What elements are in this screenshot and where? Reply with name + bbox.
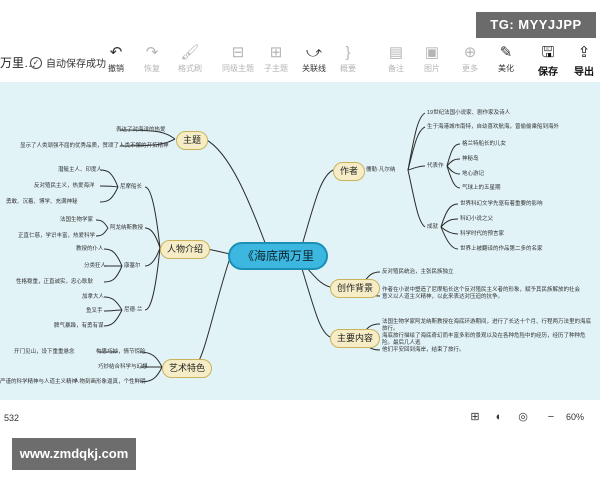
- beautify-button[interactable]: ✎ 美化: [486, 44, 526, 74]
- brush-icon: 🖌: [180, 44, 200, 61]
- character-leaf[interactable]: 勇敢、沉着、博学、充满神秘: [6, 199, 78, 205]
- art-leaf[interactable]: 人物刻画形象逼真，个性鲜明: [74, 379, 146, 385]
- magic-wand-icon: ✎: [499, 44, 513, 61]
- honor-item[interactable]: 世界上被翻译的作品第二多的名家: [460, 246, 543, 252]
- undo-icon: ↶: [109, 44, 123, 61]
- theme-leaf[interactable]: 显示了人类顽强不屈的优秀品质，赞颂了人类不懈的开拓精神: [20, 143, 169, 149]
- honors-label[interactable]: 成就: [427, 224, 439, 230]
- work-item[interactable]: 格兰特船长的儿女: [462, 141, 507, 147]
- work-item[interactable]: 神秘岛: [462, 156, 479, 162]
- relation-line-button[interactable]: ⤻ 关联线: [294, 44, 334, 74]
- grid-view-icon[interactable]: ⊞: [470, 411, 480, 423]
- character-group[interactable]: 康塞尔: [124, 263, 141, 269]
- character-leaf[interactable]: 潜艇主人、印度人: [58, 167, 103, 173]
- honor-item[interactable]: 科学时代的预言家: [460, 231, 505, 237]
- work-item[interactable]: 气球上的五星期: [462, 185, 501, 191]
- character-leaf[interactable]: 加拿大人: [82, 294, 105, 300]
- child-topic-button[interactable]: ⊞ 子主题: [256, 44, 296, 74]
- note-icon: ▤: [388, 44, 404, 61]
- mouse-mode-icon[interactable]: ◐: [495, 411, 503, 423]
- background-leaf[interactable]: 作者在小说中塑造了尼摩船长这个反对殖民主义者的形象，赋予其民族解放的社会意义以人…: [382, 287, 581, 300]
- topic-author[interactable]: 作者: [333, 162, 366, 181]
- undo-button[interactable]: ↶ 撤销: [96, 44, 136, 74]
- topic-theme[interactable]: 主题: [176, 131, 209, 150]
- save-button[interactable]: 🖫 保存: [528, 44, 568, 78]
- image-icon: ▣: [424, 44, 440, 61]
- save-status: ✓ 自动保存成功: [30, 55, 106, 70]
- redo-button[interactable]: ↷ 恢复: [132, 44, 172, 74]
- background-leaf[interactable]: 反对殖民统治，主张民族独立: [382, 269, 454, 275]
- topic-content[interactable]: 主要内容: [330, 329, 381, 348]
- character-leaf[interactable]: 脾气暴躁，有勇有谋: [54, 323, 104, 329]
- content-leaf[interactable]: 法国生物学家阿龙纳斯教授在海底环游期间，进行了长达十个月、行程两万法里的海底旅行…: [382, 319, 592, 332]
- art-leaf[interactable]: 开门见山，设下重重悬念: [14, 349, 75, 355]
- character-group[interactable]: 尼德·兰: [124, 307, 143, 313]
- content-leaf[interactable]: 他们平安回到海岸，结束了旅行。: [382, 347, 465, 353]
- locate-icon[interactable]: ◎: [518, 411, 528, 423]
- save-icon: 🖫: [541, 44, 555, 61]
- central-topic[interactable]: 《海底两万里: [228, 242, 329, 270]
- child-topic-icon: ⊞: [269, 44, 283, 61]
- mindmap-canvas[interactable]: 《海底两万里 主题 作者 人物介绍 创作背景 主要内容 艺术特色 表达了对海洋的…: [0, 82, 600, 400]
- character-leaf[interactable]: 反对殖民主义，热爱海洋: [34, 183, 95, 189]
- summary-button[interactable]: } 概要: [328, 44, 368, 74]
- sibling-topic-button[interactable]: ⊟ 同级主题: [218, 44, 258, 74]
- author-name[interactable]: 儒勒·凡尔纳: [366, 167, 396, 173]
- character-leaf[interactable]: 教授的仆人: [76, 246, 104, 252]
- character-group[interactable]: 阿龙纳斯教授: [110, 225, 144, 231]
- honor-item[interactable]: 科幻小说之父: [460, 216, 494, 222]
- topic-characters[interactable]: 人物介绍: [160, 240, 211, 259]
- topic-art[interactable]: 艺术特色: [162, 359, 213, 378]
- character-leaf[interactable]: 正直仁慈，学识丰富，热爱科学: [18, 233, 96, 239]
- image-button[interactable]: ▣ 图片: [412, 44, 452, 74]
- redo-icon: ↷: [145, 44, 159, 61]
- works-label[interactable]: 代表作: [427, 163, 444, 169]
- export-icon: ⇪: [577, 44, 591, 61]
- export-button[interactable]: ⇪ 导出: [564, 44, 600, 78]
- summary-brace-icon: }: [345, 44, 351, 61]
- relation-line-icon: ⤻: [305, 44, 323, 61]
- save-status-text: 自动保存成功: [46, 59, 106, 70]
- art-leaf[interactable]: 严谨的科学精神与人道主义精神: [0, 379, 78, 385]
- character-leaf[interactable]: 性格稳重，正直诚实，忠心耿耿: [16, 279, 94, 285]
- author-leaf[interactable]: 生于海港城市南特，自幼喜欢航海，曾偷偷乘船到海外: [427, 124, 560, 130]
- plus-icon: ⊕: [463, 44, 477, 61]
- topic-background[interactable]: 创作背景: [330, 279, 381, 298]
- note-button[interactable]: ▤ 备注: [376, 44, 416, 74]
- format-painter-button[interactable]: 🖌 格式刷: [170, 44, 210, 74]
- art-leaf[interactable]: 巧妙结合科学与幻想: [98, 364, 148, 370]
- character-group[interactable]: 尼摩船长: [120, 184, 143, 190]
- more-button[interactable]: ⊕ 更多: [450, 44, 490, 74]
- node-count: 532: [4, 413, 20, 423]
- art-leaf[interactable]: 构思巧妙，情节惊险: [96, 349, 146, 355]
- site-watermark: www.zmdqkj.com: [12, 438, 136, 470]
- author-leaf[interactable]: 19世纪法国小说家、剧作家及诗人: [427, 110, 511, 116]
- telegram-watermark: TG: MYYJJPP: [476, 12, 596, 38]
- check-circle-icon: ✓: [30, 56, 42, 69]
- zoom-level[interactable]: 60%: [566, 412, 585, 422]
- sibling-topic-icon: ⊟: [231, 44, 245, 61]
- document-title[interactable]: 万里…: [0, 56, 37, 70]
- theme-leaf[interactable]: 表达了对海洋的热爱: [116, 127, 166, 133]
- status-bar: 532 ⊞ ◐ ◎ − 60%: [0, 400, 600, 434]
- zoom-out-icon[interactable]: −: [547, 411, 555, 423]
- character-leaf[interactable]: 法国生物学家: [60, 217, 94, 223]
- character-leaf[interactable]: 鱼叉手: [86, 308, 103, 314]
- work-item[interactable]: 地心游记: [462, 171, 485, 177]
- character-leaf[interactable]: 分类狂人: [84, 263, 107, 269]
- honor-item[interactable]: 世界科幻文学先驱有着重要的影响: [460, 201, 543, 207]
- content-leaf[interactable]: 海底旅行描绘了海底奇幻而丰富多彩的景观以及在各种危险中的经历，经历了种种危险。最…: [382, 333, 586, 346]
